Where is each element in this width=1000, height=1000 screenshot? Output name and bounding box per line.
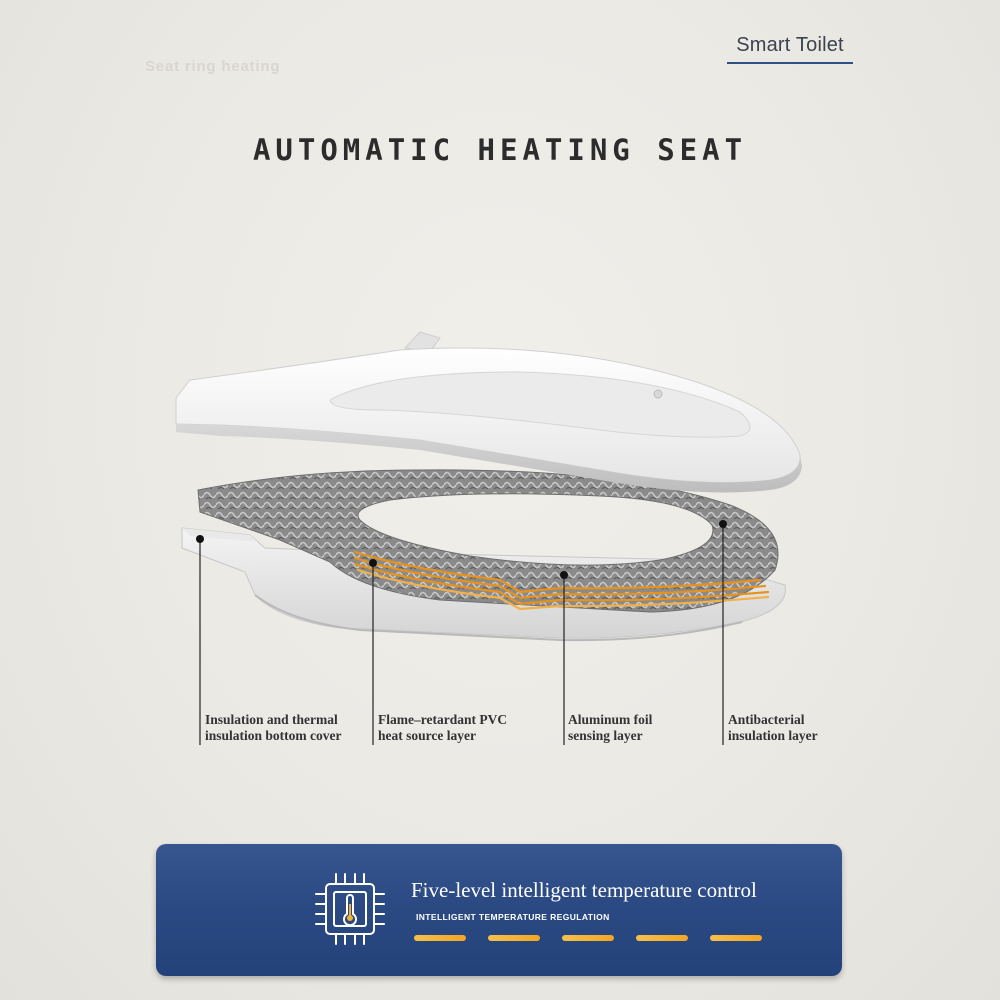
- callout-label-foil-sensing: Aluminum foil sensing layer: [568, 712, 653, 743]
- callout-label-heat-source: Flame–retardant PVC heat source layer: [378, 712, 508, 743]
- thermometer-chip-icon: [315, 873, 385, 945]
- section-subtitle: Seat ring heating: [145, 58, 281, 75]
- brand-label: Smart Toilet: [727, 34, 853, 64]
- seat-ring-top: [175, 331, 802, 493]
- feature-title: Five-level intelligent temperature contr…: [411, 878, 757, 902]
- heating-wire-layer: [353, 550, 770, 611]
- temperature-level-bar: [562, 935, 614, 941]
- callout-dot-bottom-cover: [196, 535, 204, 543]
- callout-dot-foil-sensing: [560, 571, 568, 579]
- page-headline: AUTOMATIC HEATING SEAT: [252, 133, 748, 167]
- temperature-level-bar: [414, 935, 466, 941]
- callout-label-bottom-cover: Insulation and thermal insulation bottom…: [205, 712, 342, 743]
- temperature-level-bar: [636, 935, 688, 941]
- temperature-level-bar: [710, 935, 762, 941]
- temperature-control-panel: Five-level intelligent temperature contr…: [156, 844, 842, 976]
- aluminum-foil-layer: [197, 469, 779, 613]
- temperature-level-bar: [488, 935, 540, 941]
- callout-label-antibacterial: Antibacterial insulation layer: [728, 712, 818, 743]
- callout-lines: [199, 524, 724, 745]
- feature-subtitle: INTELLIGENT TEMPERATURE REGULATION: [416, 912, 610, 922]
- temperature-level-bars: [414, 935, 762, 941]
- callout-dot-antibacterial: [719, 520, 727, 528]
- callout-dot-heat-source: [369, 559, 377, 567]
